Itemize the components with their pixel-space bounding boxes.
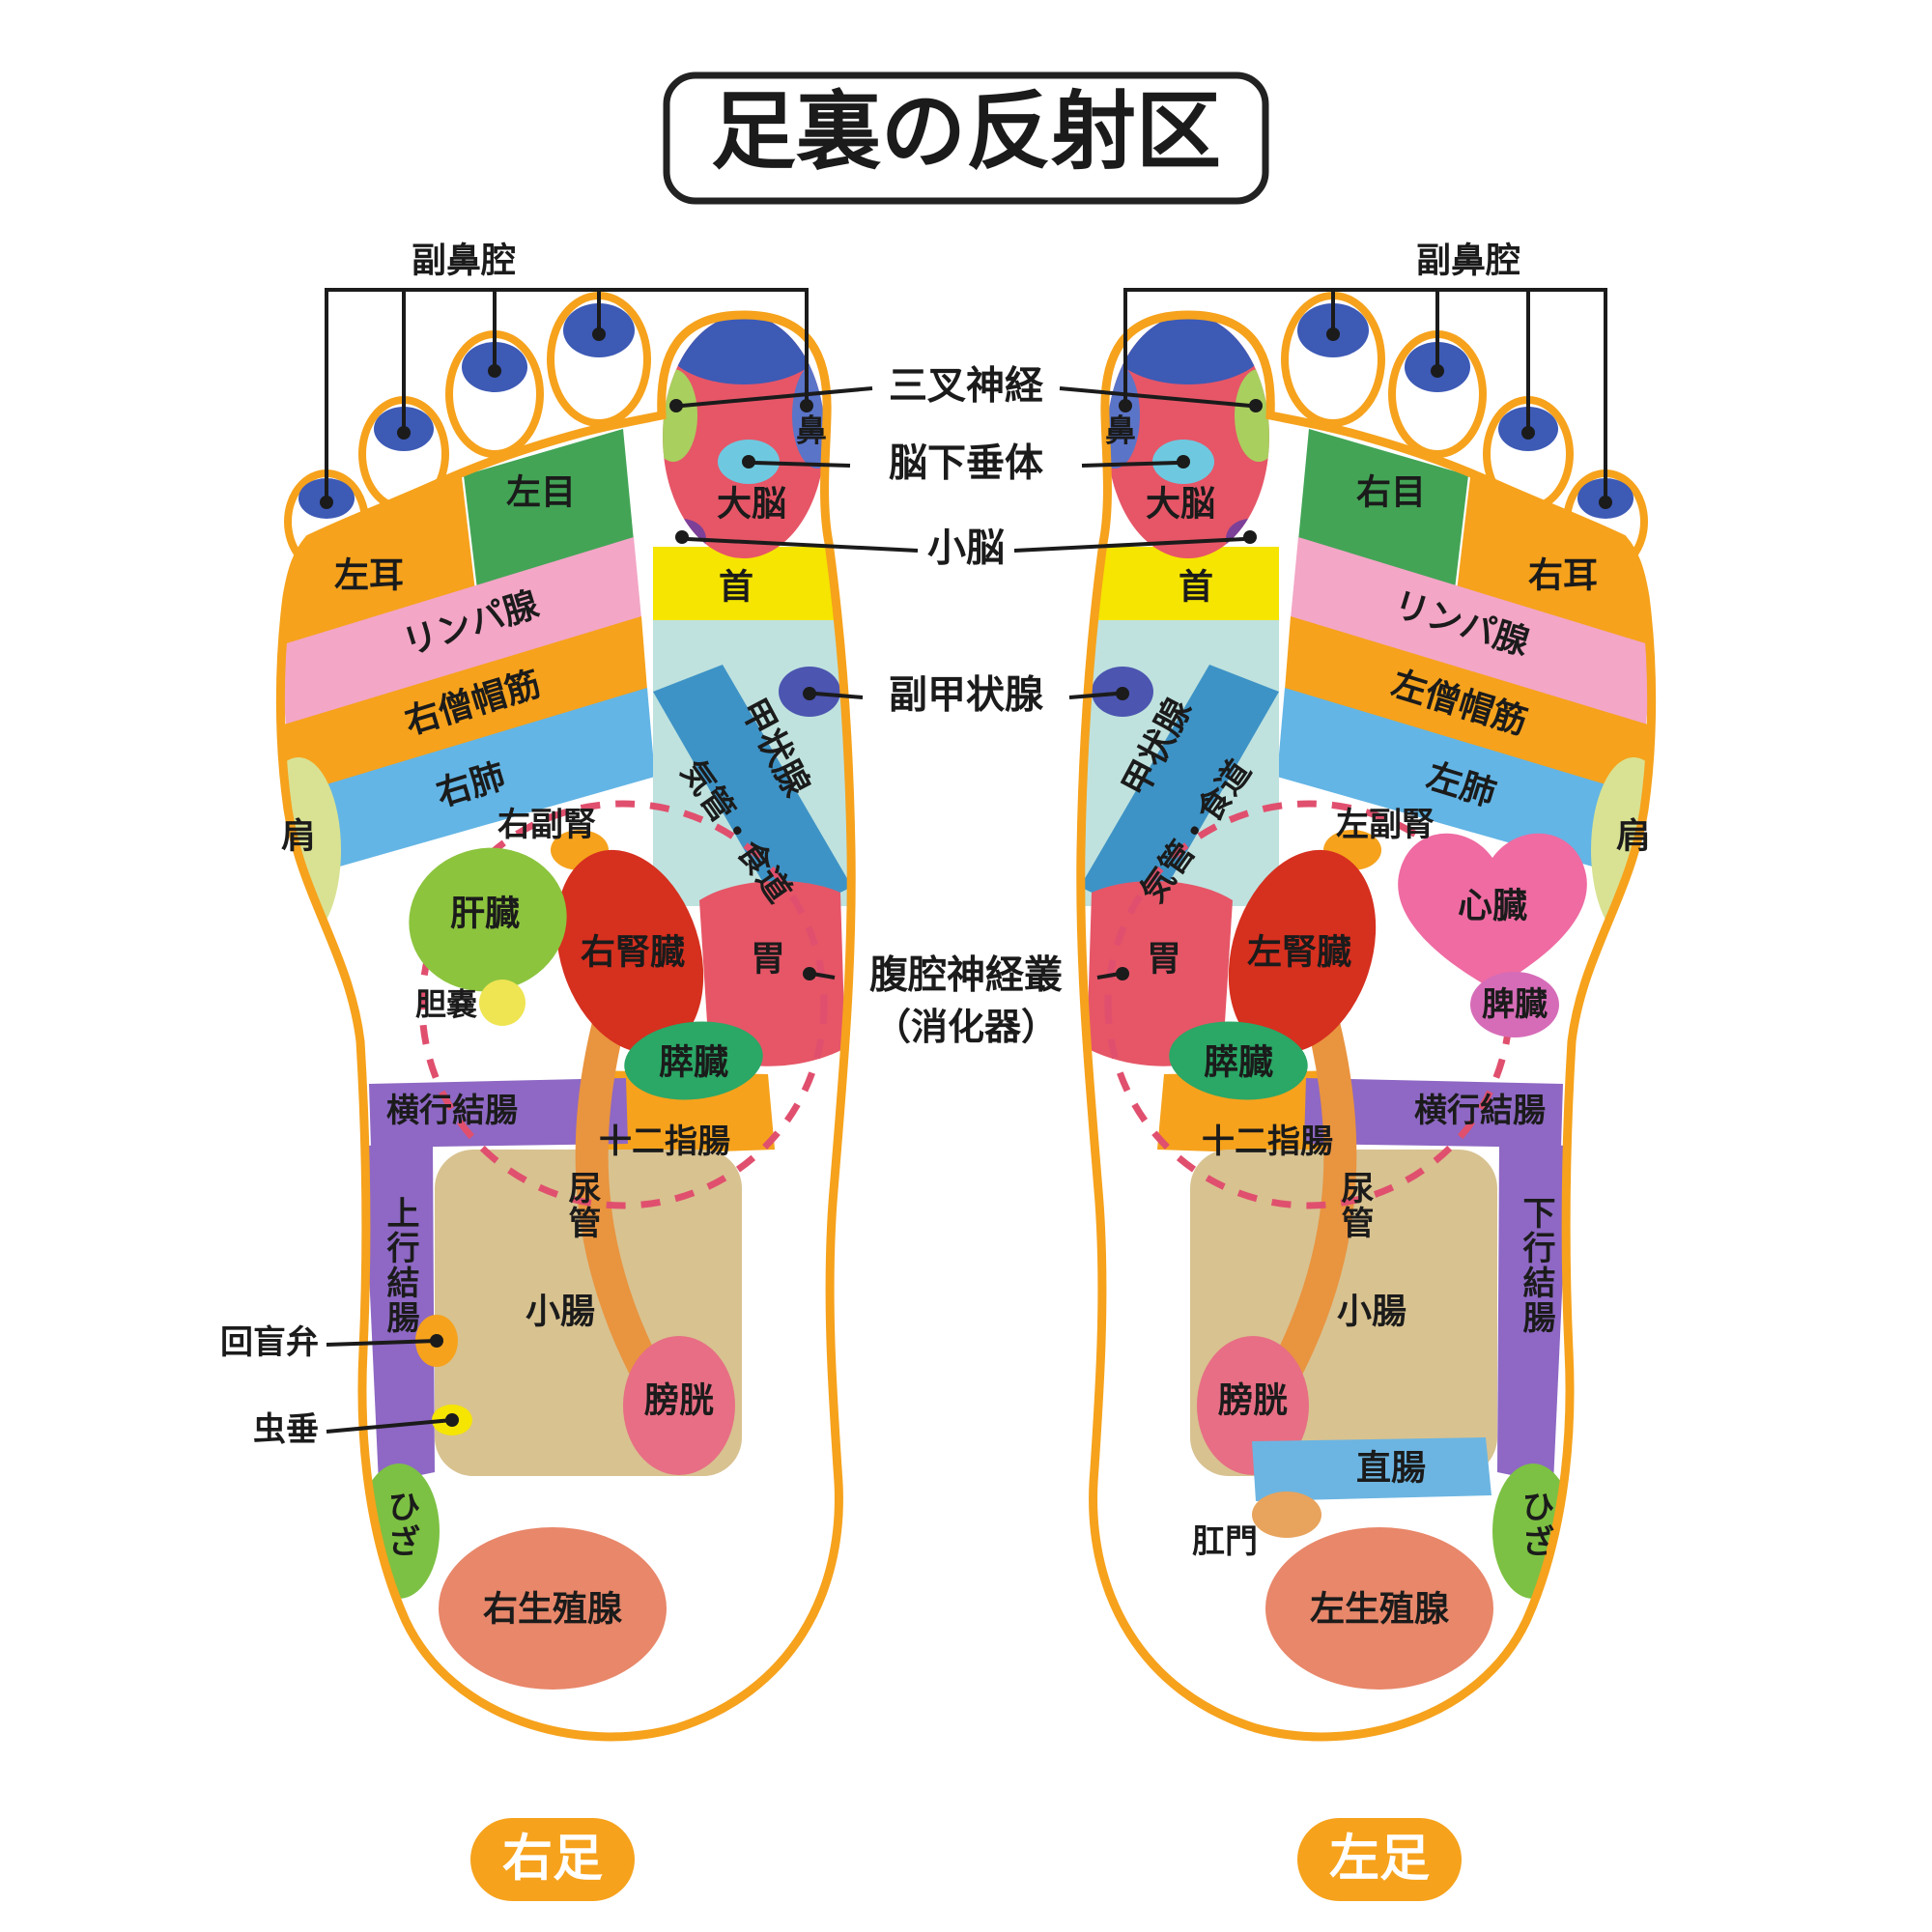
label-left-eye: 右目 (1356, 472, 1426, 512)
label-right-ureter: 尿管 (563, 1171, 601, 1240)
label-left-rectum: 直腸 (1356, 1448, 1426, 1488)
label-right-stomach: 胃 (751, 939, 785, 979)
label-right-gonad: 右生殖腺 (483, 1589, 623, 1629)
label-left-duodenum: 十二指腸 (1202, 1123, 1333, 1160)
label-left-small-intestine: 小腸 (1337, 1292, 1406, 1331)
label-left-sinus: 副鼻腔 (1416, 241, 1520, 280)
zone-heart (1398, 833, 1587, 989)
label-right-shoulder: 肩 (281, 816, 316, 856)
label-right-duodenum: 十二指腸 (599, 1123, 730, 1160)
right-foot-specific-zones (409, 847, 567, 1435)
zone-rectum (1252, 1437, 1492, 1501)
label-right-nose: 鼻 (796, 412, 827, 447)
label-left-stomach: 胃 (1147, 939, 1181, 979)
label-right-appendix: 虫垂 (253, 1411, 319, 1448)
appendix-dot (445, 1413, 459, 1427)
label-celiac-plexus: 腹腔神経叢 (869, 954, 1063, 997)
sinus-leader-left (1123, 288, 1607, 498)
left-foot-badge (1297, 1818, 1462, 1901)
label-left-ear: 右耳 (1528, 555, 1598, 595)
label-right-pancreas: 膵臓 (659, 1042, 728, 1082)
title-group: 足裏の反射区 (663, 71, 1269, 205)
label-parathyroid: 副甲状腺 (889, 674, 1044, 717)
label-right-liver: 肝臓 (450, 894, 520, 933)
label-right-adrenal: 右副腎 (497, 807, 596, 843)
label-right-neck: 首 (719, 567, 753, 607)
label-left-adrenal: 左副腎 (1336, 807, 1435, 843)
label-right-ear: 左耳 (334, 555, 404, 595)
label-left-gonad: 左生殖腺 (1310, 1589, 1450, 1629)
label-right-eye: 左目 (506, 472, 576, 512)
zone-anus (1252, 1492, 1321, 1538)
label-right-knee: ひざ (383, 1490, 419, 1559)
label-left-knee: ひざ (1517, 1490, 1553, 1559)
zone-gallbladder (479, 980, 526, 1026)
ileocecal-leader (326, 1339, 438, 1347)
parathyroid-leader (814, 692, 1118, 699)
zone-spleen (1470, 972, 1559, 1037)
label-right-ileocecal: 回盲弁 (220, 1323, 319, 1361)
label-right-transverse-colon: 横行結腸 (386, 1093, 518, 1129)
right-foot-badge (470, 1818, 635, 1901)
pituitary-leader (753, 461, 1179, 468)
label-left-bladder: 膀胱 (1217, 1380, 1288, 1420)
label-right-bladder: 膀胱 (643, 1380, 714, 1420)
label-left-kidney: 左腎臓 (1247, 932, 1351, 972)
page-title: 足裏の反射区 (711, 83, 1221, 179)
label-left-heart: 心臓 (1458, 886, 1527, 925)
label-left-cerebrum: 大脳 (1146, 484, 1215, 524)
annotation-lines (325, 288, 1607, 1434)
appendix-leader (326, 1418, 453, 1434)
label-right-kidney: 右腎臓 (581, 932, 685, 972)
center-labels: 三叉神経 脳下垂体 小脳 副甲状腺 腹腔神経叢 （消化器） (869, 365, 1063, 1048)
right-foot-badge-label: 右足 (502, 1832, 603, 1888)
label-left-descending-colon: 下行結腸 (1518, 1196, 1555, 1335)
label-left-transverse-colon: 横行結腸 (1414, 1093, 1546, 1129)
label-cerebellum: 小脳 (927, 527, 1005, 570)
ileocecal-dot (430, 1334, 443, 1348)
sinus-leader-right (325, 288, 809, 498)
label-left-spleen: 脾臓 (1482, 986, 1548, 1023)
zone-liver (409, 847, 567, 992)
left-foot-badge-label: 左足 (1329, 1832, 1430, 1888)
left-foot-specific-zones (1252, 833, 1587, 1538)
label-left-nose: 鼻 (1105, 412, 1136, 447)
label-right-cerebrum: 大脳 (717, 484, 786, 524)
label-left-shoulder: 肩 (1616, 816, 1651, 856)
label-right-sinus: 副鼻腔 (412, 241, 516, 280)
label-trigeminal: 三叉神経 (889, 365, 1044, 408)
celiac-leader (811, 972, 1121, 980)
label-celiac-plexus-sub: （消化器） (874, 1008, 1058, 1048)
cerebellum-leader (687, 537, 1245, 553)
label-right-ascending-colon: 上行結腸 (382, 1196, 419, 1335)
foot-badges: 右足 左足 (470, 1818, 1462, 1901)
label-pituitary: 脳下垂体 (889, 442, 1043, 485)
label-left-neck: 首 (1179, 567, 1213, 607)
label-right-small-intestine: 小腸 (526, 1292, 595, 1331)
label-left-pancreas: 膵臓 (1204, 1042, 1273, 1082)
label-left-ureter: 尿管 (1336, 1171, 1374, 1240)
label-left-anus: 肛門 (1192, 1523, 1258, 1560)
label-right-gallbladder: 胆嚢 (415, 986, 477, 1021)
trigeminal-leader (681, 386, 1251, 408)
title-box (663, 71, 1269, 205)
